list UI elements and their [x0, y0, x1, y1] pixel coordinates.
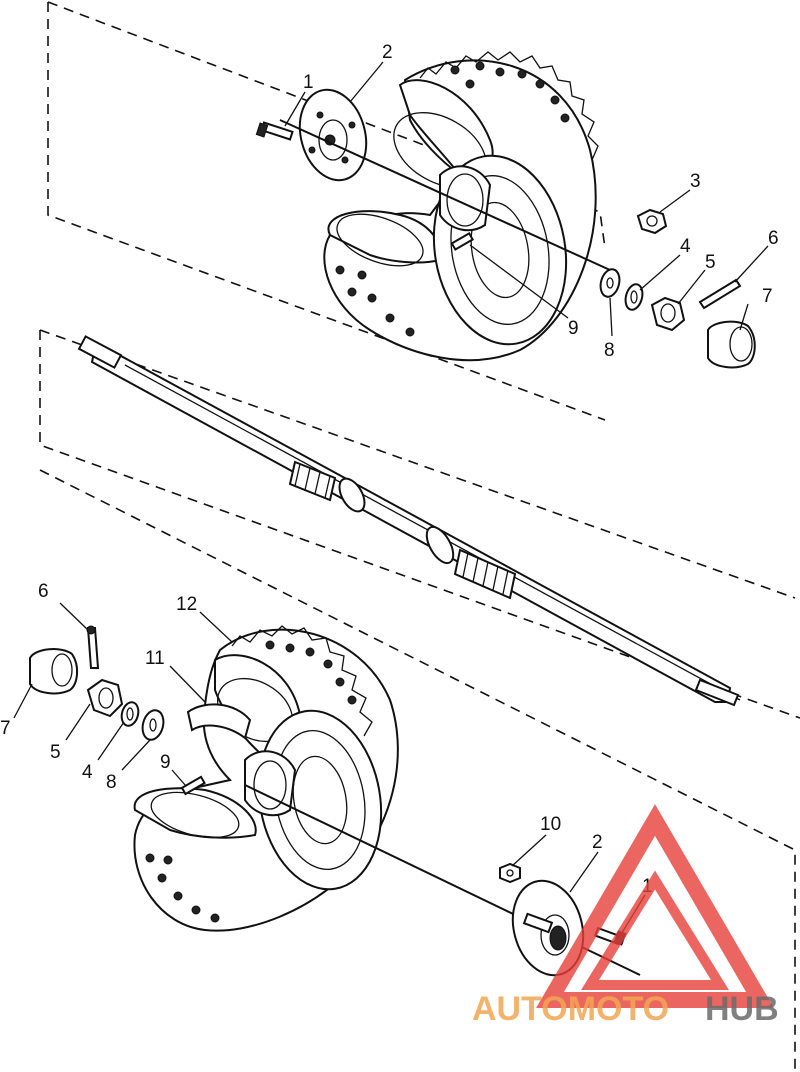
top-hub-bolt: [255, 121, 294, 141]
callout-1-top: 1: [303, 72, 314, 93]
callout-2-top: 2: [382, 42, 393, 63]
callout-10-bottom: 10: [540, 814, 561, 835]
top-washer: [599, 268, 621, 298]
bottom-rim-insert: [186, 703, 252, 740]
bottom-spacer-ring: [120, 701, 140, 727]
bottom-tire-tread: [145, 625, 373, 923]
bottom-washer: [141, 709, 165, 741]
bottom-wheel-tire: [133, 625, 399, 932]
assembly-outline-bottom: [39, 469, 796, 1072]
callout-9-bottom: 9: [160, 752, 171, 773]
callout-8-top: 8: [604, 340, 615, 361]
assembly-outline-top: [47, 1, 606, 421]
callout-6-bottom: 6: [38, 581, 49, 602]
callout-2-bottom: 2: [592, 832, 603, 853]
callout-5-bottom: 5: [50, 742, 61, 763]
assembly-outline-axle: [39, 329, 800, 719]
bottom-hub: [511, 879, 585, 977]
top-tire-tread: [335, 51, 599, 337]
callout-5-top: 5: [705, 252, 716, 273]
watermark-text-part2: HUB: [705, 990, 779, 1028]
top-wheel-stud: [450, 232, 475, 251]
callout-4-top: 4: [680, 236, 691, 257]
top-hub: [298, 88, 368, 182]
top-spacer-ring: [624, 283, 644, 311]
bottom-small-nut: [499, 862, 521, 884]
callout-4-bottom: 4: [82, 762, 93, 783]
axle-spline-1: [288, 460, 337, 502]
top-dust-cap: [707, 320, 756, 369]
top-cotter-pin: [698, 278, 742, 310]
watermark-text-part1: AUTOMOTO: [472, 990, 669, 1028]
top-axis-line: [279, 119, 611, 271]
bottom-cotter-pin: [86, 625, 100, 669]
leader-lines: [13, 61, 769, 937]
callout-6-top: 6: [768, 228, 779, 249]
callout-8-bottom: 8: [106, 772, 117, 793]
callout-3-top: 3: [690, 171, 701, 192]
callouts-top: 1 2 3 4 5 6 7 8 9: [303, 42, 779, 361]
bottom-dust-cap: [29, 648, 78, 695]
callout-7-top: 7: [762, 286, 773, 307]
axle-spline-2: [453, 548, 517, 600]
callout-11-bottom: 11: [145, 648, 165, 669]
top-wheel-tire: [323, 51, 599, 362]
callout-7-bottom: 7: [0, 718, 11, 739]
callout-12-bottom: 12: [176, 594, 197, 615]
top-lug-nut: [636, 208, 668, 235]
rear-axle-shaft: [77, 335, 741, 707]
top-castle-nut: [650, 296, 686, 332]
callout-9-top: 9: [568, 318, 579, 339]
watermark-logo: [536, 804, 774, 1008]
callouts-bottom: 6 12 11 7 5 4 8 9 10 2 1: [0, 581, 653, 897]
bottom-castle-nut: [86, 678, 124, 718]
bottom-wheel-stud: [180, 775, 206, 796]
